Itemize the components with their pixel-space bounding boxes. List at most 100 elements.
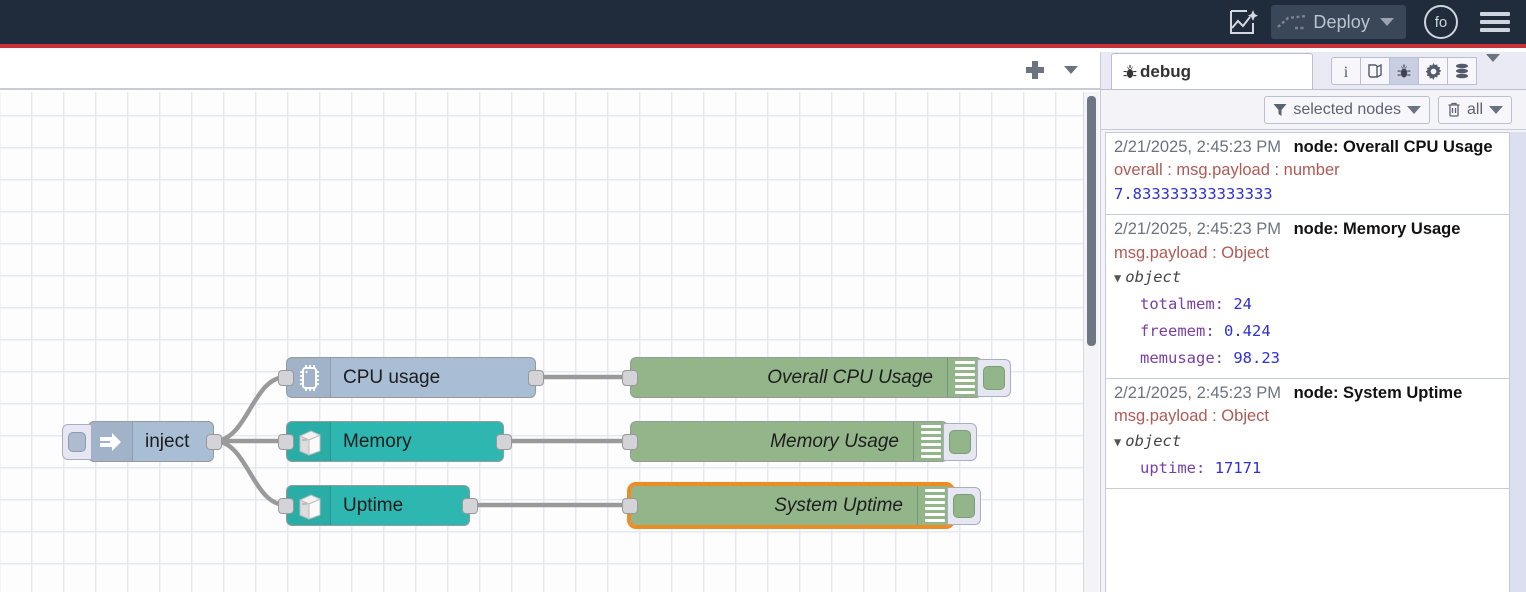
node-uptime-label: Uptime <box>343 494 404 516</box>
chevron-down-icon[interactable] <box>1489 105 1503 114</box>
node-inject-label: inject <box>145 430 190 452</box>
port-in[interactable] <box>278 497 294 514</box>
debug-entry-value: 24 <box>1233 294 1253 313</box>
cpu-chip-icon <box>287 358 331 397</box>
chevron-down-icon[interactable] <box>1486 54 1500 80</box>
debug-entry-key: uptime <box>1140 458 1196 477</box>
trash-icon <box>1448 102 1460 117</box>
sidebar-filter-row: selected nodes all <box>1101 90 1526 130</box>
port-in[interactable] <box>278 433 294 450</box>
node-memory[interactable]: Memory <box>278 421 512 462</box>
debug-message-list[interactable]: 2/21/2025, 2:45:23 PM node: Overall CPU … <box>1105 132 1510 592</box>
node-cpu-usage[interactable]: CPU usage <box>278 357 544 398</box>
flow-canvas[interactable]: inject CPU usage <box>0 92 1086 592</box>
debug-toggle-button[interactable] <box>977 358 1011 397</box>
canvas-vertical-scrollbar[interactable] <box>1083 92 1099 592</box>
chevron-down-icon[interactable] <box>1380 18 1394 26</box>
port-out[interactable] <box>206 433 222 450</box>
node-inject[interactable]: inject <box>62 421 222 462</box>
header-actions: Deploy fo <box>1221 5 1526 39</box>
chevron-down-icon[interactable] <box>1056 56 1086 84</box>
server-box-icon <box>287 422 331 461</box>
debug-toggle-inner <box>953 493 975 518</box>
chevron-down-icon[interactable] <box>1406 105 1421 114</box>
bug-icon[interactable] <box>1389 57 1419 85</box>
debug-source-node[interactable]: node: System Uptime <box>1293 384 1463 403</box>
expand-triangle-icon[interactable]: ▼ <box>1114 270 1122 285</box>
debug-entry-key: totalmem <box>1140 294 1215 313</box>
debug-entry-value: 0.424 <box>1224 322 1271 341</box>
inject-trigger-inner <box>68 431 86 452</box>
plus-icon[interactable] <box>1020 56 1050 84</box>
filter-label: selected nodes <box>1293 100 1401 118</box>
debug-source-node[interactable]: node: Overall CPU Usage <box>1293 138 1493 156</box>
debug-toggle-inner <box>949 429 971 454</box>
node-system-uptime[interactable]: System Uptime <box>622 482 981 529</box>
info-icon[interactable]: i <box>1331 57 1361 85</box>
debug-object-entry: uptime: 17171 <box>1114 455 1501 482</box>
deploy-button[interactable]: Deploy <box>1271 5 1406 39</box>
scrollbar-thumb[interactable] <box>1087 96 1096 346</box>
port-out[interactable] <box>462 497 478 514</box>
debug-message[interactable]: 2/21/2025, 2:45:23 PM node: Overall CPU … <box>1106 133 1509 216</box>
port-in[interactable] <box>622 369 638 386</box>
debug-entry-value: 17171 <box>1214 458 1262 477</box>
debug-toggle-button[interactable] <box>947 486 981 525</box>
clear-label: all <box>1466 100 1483 118</box>
sidebar-vertical-scrollbar[interactable] <box>1510 132 1526 592</box>
server-box-icon <box>287 486 331 525</box>
debug-entry-colon: : <box>1196 458 1206 477</box>
clear-all-button[interactable]: all <box>1437 95 1512 124</box>
debug-object-entry: freemem: 0.424 <box>1114 318 1501 345</box>
database-stack-icon[interactable] <box>1447 57 1477 85</box>
tab-debug[interactable]: debug <box>1111 53 1313 89</box>
debug-entry-key: memusage <box>1140 349 1215 368</box>
book-icon[interactable] <box>1360 57 1390 85</box>
debug-message[interactable]: 2/21/2025, 2:45:23 PM node: Memory Usage… <box>1106 215 1509 380</box>
filter-selected-nodes-button[interactable]: selected nodes <box>1264 95 1430 124</box>
debug-object-root[interactable]: ▼object <box>1114 264 1501 291</box>
node-memory-label: Memory <box>343 430 412 452</box>
debug-toggle-button[interactable] <box>943 422 977 461</box>
debug-object-root[interactable]: ▼object <box>1114 428 1501 455</box>
gear-icon[interactable] <box>1418 57 1448 85</box>
hamburger-menu-icon[interactable] <box>1480 8 1510 36</box>
ai-flow-sparkle-icon[interactable] <box>1221 5 1265 39</box>
tab-debug-label: debug <box>1140 61 1191 81</box>
node-memory-usage[interactable]: Memory Usage <box>622 421 977 462</box>
svg-text:i: i <box>1344 64 1349 80</box>
debug-value: 7.833333333333333 <box>1114 185 1273 204</box>
debug-entry-colon: : <box>1214 349 1224 368</box>
node-cpu-usage-label: CPU usage <box>343 366 441 388</box>
debug-entry-key: freemem <box>1140 322 1206 341</box>
port-in[interactable] <box>278 369 294 386</box>
debug-timestamp: 2/21/2025, 2:45:23 PM <box>1114 138 1281 156</box>
top-header-bar: Deploy fo <box>0 0 1526 48</box>
sidebar-tool-icons: i <box>1331 54 1500 89</box>
debug-topic: msg.payload : Object <box>1114 243 1269 262</box>
expand-triangle-icon[interactable]: ▼ <box>1114 434 1122 449</box>
node-memory-usage-label: Memory Usage <box>770 430 899 452</box>
inject-trigger-button[interactable] <box>62 423 92 460</box>
debug-entry-colon: : <box>1214 294 1224 313</box>
flow-workspace: inject CPU usage <box>0 52 1100 592</box>
debug-lines-icon <box>913 422 947 461</box>
debug-entry-value: 98.23 <box>1233 349 1281 368</box>
sidebar-tab-row: debug i <box>1101 52 1526 90</box>
debug-lines-icon <box>917 486 951 525</box>
debug-object-entry: totalmem: 24 <box>1114 291 1501 318</box>
flow-tab-bar <box>0 52 1100 90</box>
node-overall-cpu-usage[interactable]: Overall CPU Usage <box>622 357 1011 398</box>
debug-object-entry: memusage: 98.23 <box>1114 345 1501 372</box>
port-out[interactable] <box>496 433 512 450</box>
debug-object-label: object <box>1125 431 1182 450</box>
port-in[interactable] <box>622 497 638 514</box>
node-overall-cpu-usage-label: Overall CPU Usage <box>767 366 933 388</box>
node-uptime[interactable]: Uptime <box>278 485 478 526</box>
avatar[interactable]: fo <box>1424 5 1458 39</box>
debug-timestamp: 2/21/2025, 2:45:23 PM <box>1114 384 1281 403</box>
port-in[interactable] <box>622 433 638 450</box>
debug-message[interactable]: 2/21/2025, 2:45:23 PM node: System Uptim… <box>1106 379 1509 489</box>
port-out[interactable] <box>528 369 544 386</box>
debug-source-node[interactable]: node: Memory Usage <box>1293 220 1461 239</box>
